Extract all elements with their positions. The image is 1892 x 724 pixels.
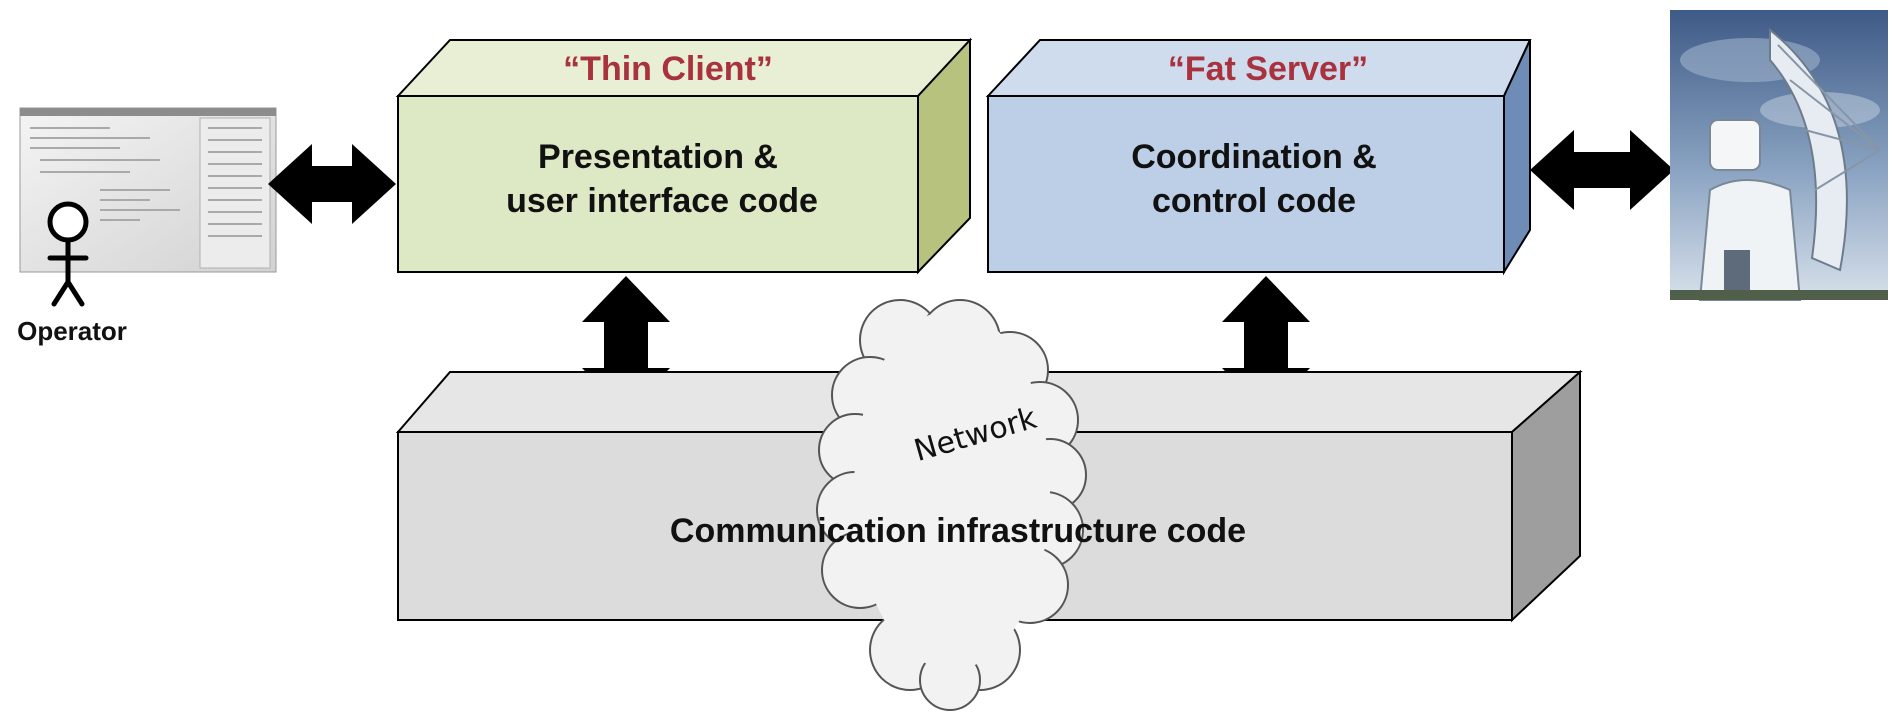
operator-label: Operator (17, 316, 127, 346)
thin-client-line-1: Presentation & (538, 138, 778, 176)
fat-server-role-label: “Fat Server” (1168, 50, 1368, 88)
screen-title-bar (20, 108, 276, 116)
operator-screen (19, 107, 277, 273)
thin-client-role-label: “Thin Client” (563, 50, 773, 88)
stick-figure-icon (47, 201, 89, 307)
fat-server-block: “Fat Server” Coordination & control code (985, 39, 1532, 276)
arrow-server-telescope (1530, 130, 1674, 210)
screen-text-lines (30, 127, 262, 237)
fat-server-line-2: control code (1152, 182, 1356, 220)
fat-server-front-face (987, 95, 1505, 273)
screen-side-panel (199, 117, 271, 269)
fat-server-line-1: Coordination & (1131, 138, 1377, 176)
arrow-operator-client (268, 144, 396, 224)
infrastructure-label: Communication infrastructure code (670, 512, 1246, 550)
thin-client-front-face (397, 95, 919, 273)
radio-telescope-icon (1670, 10, 1888, 301)
network-cloud-fill (854, 310, 1050, 670)
thin-client-line-2: user interface code (506, 182, 818, 220)
thin-client-block: “Thin Client” Presentation & user interf… (395, 37, 973, 275)
